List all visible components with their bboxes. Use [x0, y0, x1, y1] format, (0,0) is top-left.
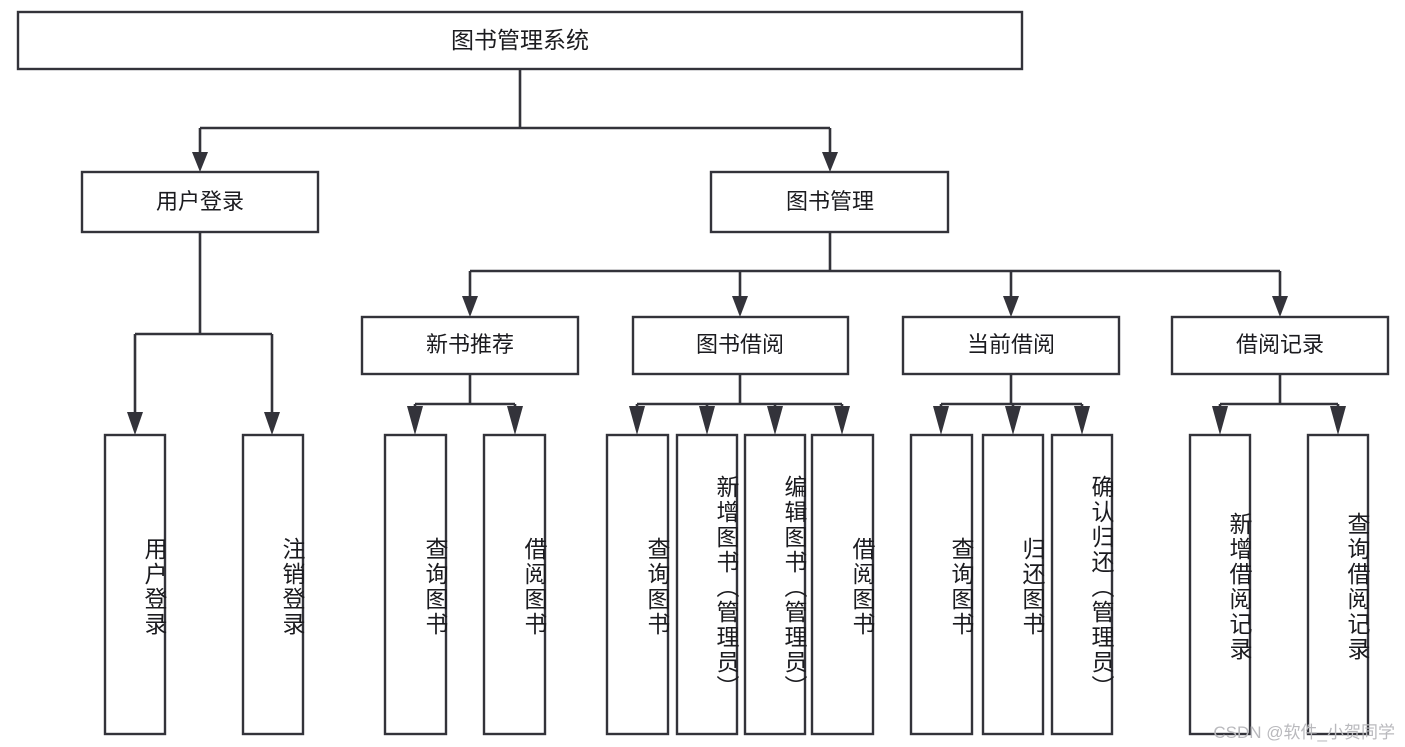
node-box-leaf-query-book-1[interactable] [383, 433, 448, 736]
node-box-leaf-add-book[interactable] [675, 433, 739, 736]
arrow-head-icon [462, 296, 478, 317]
arrow-head-icon [1005, 406, 1021, 435]
arrow-head-icon [834, 406, 850, 435]
node-box-leaf-borrow-book-2[interactable] [810, 433, 875, 736]
node-box-leaf-borrow-book-1[interactable] [482, 433, 547, 736]
connector-current-borrow-to-leaves [933, 374, 1090, 435]
arrow-head-icon [1330, 406, 1346, 435]
node-label-current-borrow: 当前借阅 [967, 332, 1055, 357]
connector-book-manage-to-level2 [462, 232, 1288, 317]
connector-new-book-recommend-to-leaves [407, 374, 523, 435]
arrow-head-icon [732, 296, 748, 317]
arrow-head-icon [822, 152, 838, 172]
node-label-book-manage: 图书管理 [786, 189, 874, 214]
node-box-leaf-confirm-return[interactable] [1050, 433, 1114, 736]
node-label-book-borrow: 图书借阅 [696, 332, 784, 357]
arrow-head-icon [1212, 406, 1228, 435]
node-box-leaf-add-record[interactable] [1188, 433, 1252, 736]
arrow-head-icon [507, 406, 523, 435]
node-label-user-login: 用户登录 [156, 189, 244, 214]
connector-borrow-record-to-leaves [1212, 374, 1346, 435]
node-box-leaf-user-logout[interactable] [241, 433, 305, 736]
arrow-head-icon [407, 406, 423, 435]
arrow-head-icon [1074, 406, 1090, 435]
node-label-borrow-record: 借阅记录 [1236, 332, 1324, 357]
node-box-leaf-query-book-2[interactable] [605, 433, 670, 736]
node-box-leaf-return-book[interactable] [981, 433, 1045, 736]
node-box-root[interactable] [16, 10, 1024, 71]
arrow-head-icon [127, 412, 143, 435]
node-box-leaf-query-record[interactable] [1306, 433, 1370, 736]
node-box-new-book-recommend[interactable] [360, 315, 580, 376]
node-label-new-book-recommend: 新书推荐 [426, 332, 514, 357]
node-box-user-login[interactable] [80, 170, 320, 234]
connector-book-borrow-to-leaves [629, 374, 850, 435]
arrow-head-icon [933, 406, 949, 435]
arrow-head-icon [264, 412, 280, 435]
node-label-root: 图书管理系统 [451, 27, 589, 53]
connector-root-to-level1 [192, 69, 838, 172]
arrow-head-icon [192, 152, 208, 172]
node-box-leaf-edit-book[interactable] [743, 433, 807, 736]
arrow-head-icon [767, 406, 783, 435]
node-box-current-borrow[interactable] [901, 315, 1121, 376]
arrow-head-icon [1003, 296, 1019, 317]
arrow-head-icon [629, 406, 645, 435]
connector-user-login-to-leaves [127, 232, 280, 435]
csdn-watermark: CSDN @软件_小贺同学 [1213, 723, 1395, 742]
node-box-leaf-user-login[interactable] [103, 433, 167, 736]
arrow-head-icon [1272, 296, 1288, 317]
node-box-leaf-query-book-3[interactable] [909, 433, 974, 736]
arrow-head-icon [699, 406, 715, 435]
